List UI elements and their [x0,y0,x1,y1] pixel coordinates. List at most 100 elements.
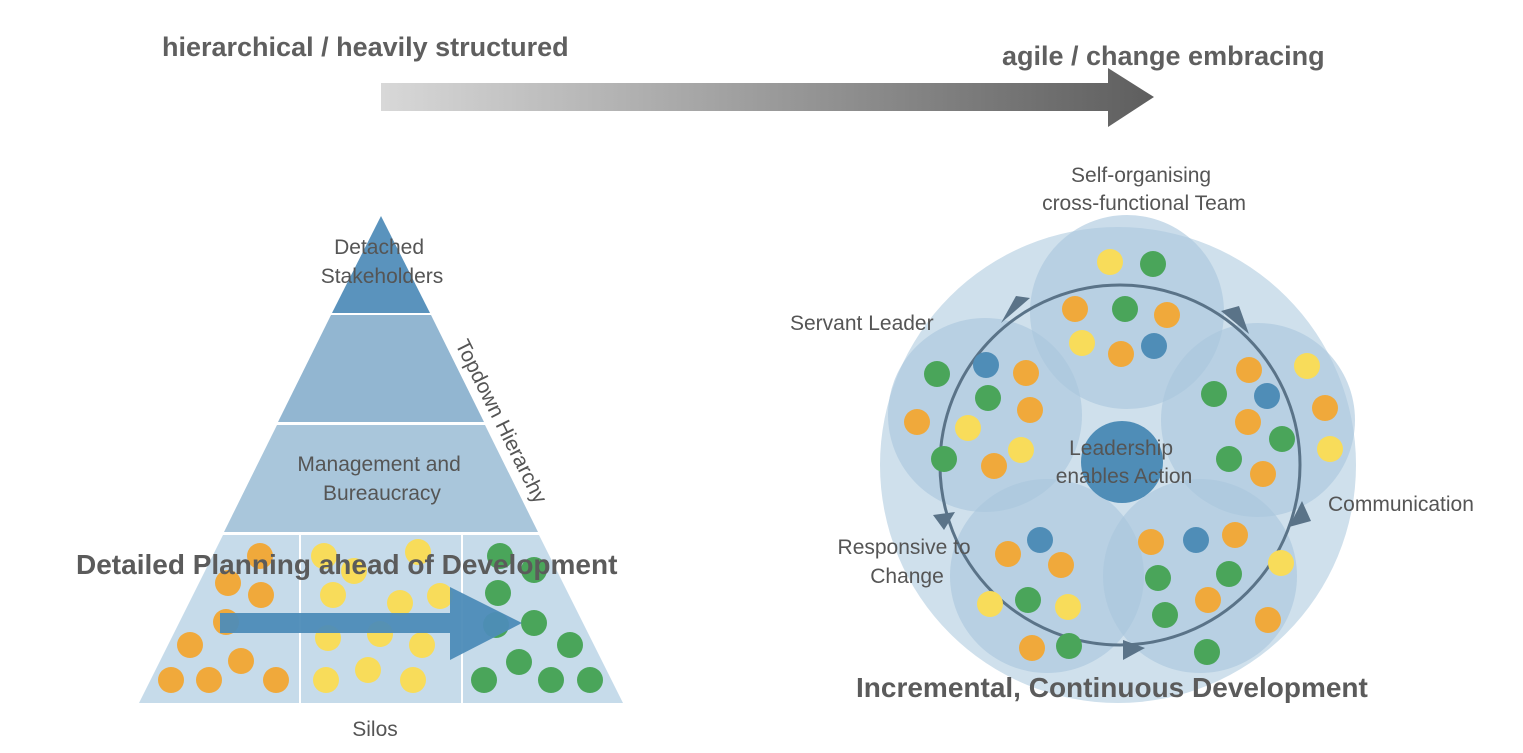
team-member-dot [355,657,381,683]
team-member-dot [506,649,532,675]
team-member-dot [975,385,1001,411]
team-member-dot [521,557,547,583]
loop-arrowhead [933,512,955,530]
team-member-dot [158,667,184,693]
team-member-dot [1201,381,1227,407]
loop-arrowhead [1123,640,1145,660]
loop-arrowhead [1001,296,1030,323]
team-member-dot [1222,522,1248,548]
leadership-center-circle [1081,421,1163,503]
team-member-dots [904,249,1343,665]
team-member-dot [931,446,957,472]
team-member-dot [1268,550,1294,576]
team-member-dot [196,667,222,693]
team-member-dot [1108,341,1134,367]
team-member-dot [955,415,981,441]
team-member-dot [409,632,435,658]
pyramid-top-label: Detached Stakeholders [321,236,444,288]
pyramid-third-tier [224,425,538,532]
team-member-dot [1027,527,1053,553]
team-member-dot [1236,357,1262,383]
team-member-dot [228,648,254,674]
team-member-dot [1140,251,1166,277]
team-member-dot [1069,330,1095,356]
team-member-dot [1008,437,1034,463]
incremental-label: Incremental, Continuous Development [856,672,1368,703]
team-member-dot [1138,529,1164,555]
team-member-dot [1194,639,1220,665]
team-member-dot [1294,353,1320,379]
loop-arrowheads [933,296,1311,660]
team-member-dot [1112,296,1138,322]
team-member-dot [904,409,930,435]
communication-label: Communication [1328,493,1474,516]
planning-arrow [220,587,522,660]
team-member-dot [1152,602,1178,628]
team-member-dot [1017,397,1043,423]
team-circle-bottom-left [950,479,1144,673]
responsive-label: Responsive to Change [838,536,977,588]
team-member-dot [1250,461,1276,487]
team-circle-bottom-right [1103,479,1297,673]
team-member-dot [177,632,203,658]
team-member-dot [924,361,950,387]
team-member-dot [1015,587,1041,613]
team-member-dot [247,543,273,569]
team-member-dot [977,591,1003,617]
hierarchical-label: hierarchical / heavily structured [162,32,569,62]
pyramid-second-tier [278,315,484,422]
team-member-dot [215,570,241,596]
team-member-dot [320,582,346,608]
team-member-dot [1097,249,1123,275]
team-member-dot [1062,296,1088,322]
team-member-dot [263,667,289,693]
team-member-dot [1216,446,1242,472]
team-member-dot [1055,594,1081,620]
team-member-dot [405,539,431,565]
team-member-dot [1216,561,1242,587]
team-member-dot [1048,552,1074,578]
team-member-dot [248,582,274,608]
team-member-dot [995,541,1021,567]
team-member-dot [1154,302,1180,328]
servant-leader-label: Servant Leader [790,312,934,335]
team-member-dot [341,558,367,584]
team-member-dot [1145,565,1171,591]
team-member-dot [387,590,413,616]
team-member-dot [577,667,603,693]
team-circles [888,215,1355,673]
team-member-dot [311,543,337,569]
team-member-dot [1183,527,1209,553]
team-member-dot [487,543,513,569]
team-member-dot [1317,436,1343,462]
loop-arrowhead [1221,306,1249,334]
team-member-dot [1269,426,1295,452]
team-label: Self-organising cross-functional Team [1042,164,1246,215]
planning-label: Detailed Planning ahead of Development [76,549,617,580]
team-member-dot [1195,587,1221,613]
pyramid-middle-label: Management and Bureaucracy [297,453,466,505]
team-member-dot [538,667,564,693]
team-member-dot [1013,360,1039,386]
team-member-dot [1235,409,1261,435]
team-member-dot [1056,633,1082,659]
gradient-arrow [381,68,1154,127]
leadership-label: Leadership enables Action [1056,437,1193,488]
loop-arrowhead [1289,501,1311,527]
team-member-dot [427,583,453,609]
team-member-dot [973,352,999,378]
team-member-dot [1019,635,1045,661]
team-member-dot [471,667,497,693]
team-member-dot [1312,395,1338,421]
agile-label: agile / change embracing [1002,41,1325,71]
team-member-dot [1254,383,1280,409]
team-member-dot [981,453,1007,479]
team-member-dot [1141,333,1167,359]
team-member-dot [1255,607,1281,633]
team-member-dot [400,667,426,693]
team-member-dot [485,580,511,606]
team-member-dot [521,610,547,636]
team-member-dot [313,667,339,693]
silos-label: Silos [352,718,398,741]
